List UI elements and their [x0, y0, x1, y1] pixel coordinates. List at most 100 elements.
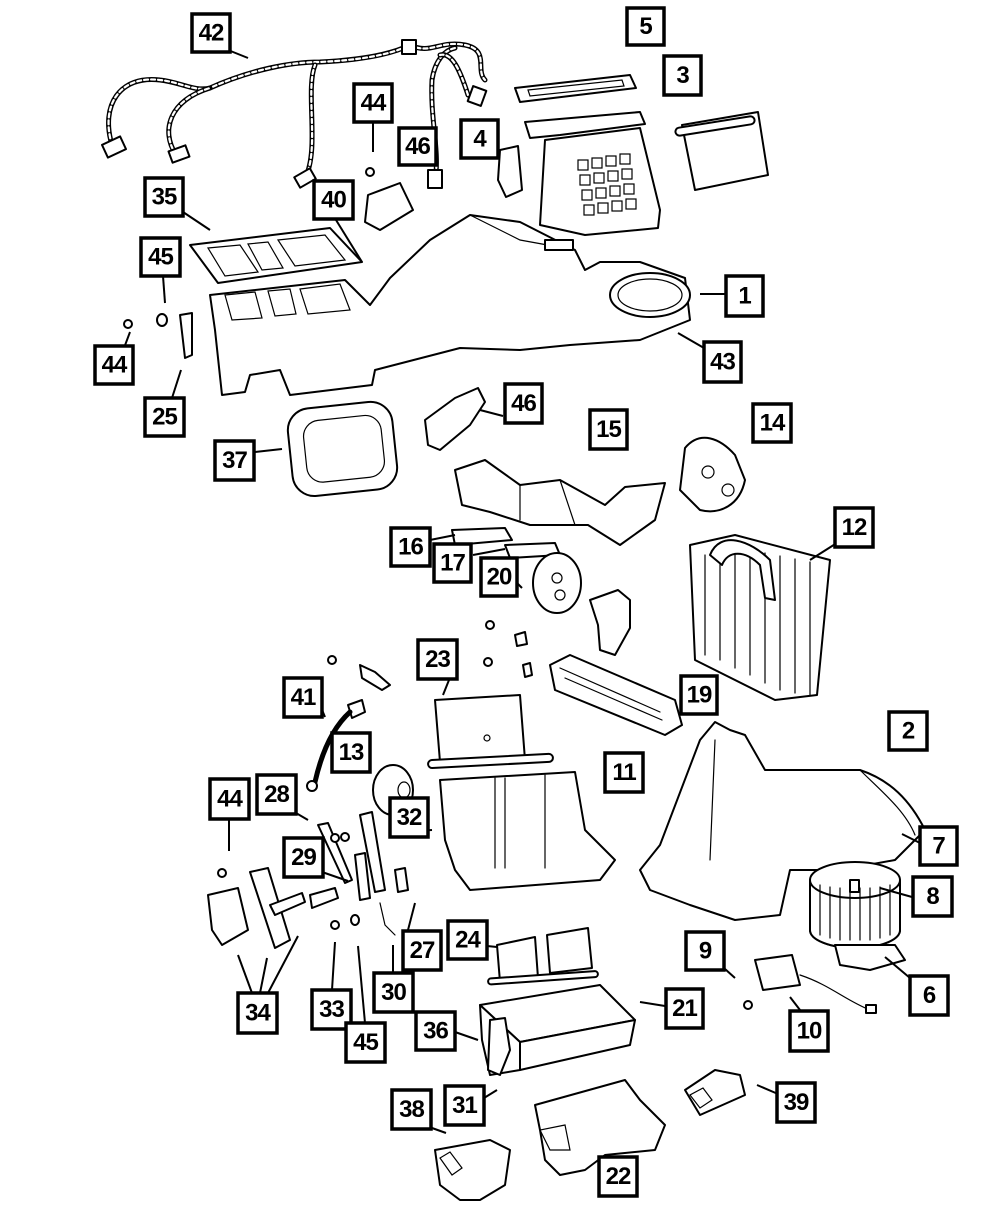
heater-core-19	[549, 589, 683, 736]
callout-25[interactable]: 25	[143, 396, 186, 438]
callout-45-bottom[interactable]: 45	[344, 1021, 387, 1064]
callout-label: 6	[923, 982, 936, 1009]
callout-label: 17	[440, 550, 465, 577]
wiring-harness	[100, 39, 488, 189]
housing-11	[439, 771, 616, 891]
callout-label: 22	[606, 1163, 631, 1190]
callout-27[interactable]: 27	[401, 929, 443, 972]
callout-20[interactable]: 20	[479, 556, 519, 598]
screw-44-top	[365, 167, 375, 177]
callout-8[interactable]: 8	[911, 875, 954, 918]
callout-22[interactable]: 22	[597, 1155, 639, 1198]
actuator-40	[364, 182, 414, 231]
callout-31[interactable]: 31	[443, 1084, 486, 1127]
callout-34[interactable]: 34	[236, 991, 279, 1035]
callout-3[interactable]: 3	[662, 54, 703, 97]
callout-12[interactable]: 12	[833, 506, 875, 549]
callout-6[interactable]: 6	[908, 974, 950, 1017]
callout-label: 19	[687, 682, 712, 709]
callout-39[interactable]: 39	[775, 1081, 817, 1124]
callout-10[interactable]: 10	[788, 1009, 830, 1053]
clip-b	[522, 662, 533, 678]
callout-label: 46	[511, 390, 536, 417]
actuator-46-lower	[424, 387, 486, 451]
callout-label: 45	[148, 244, 173, 271]
parts-layer	[100, 39, 926, 1201]
callout-label: 13	[339, 739, 364, 766]
callout-32[interactable]: 32	[388, 796, 430, 839]
callout-label: 44	[217, 786, 243, 813]
callout-44-mid[interactable]: 44	[208, 777, 251, 821]
callout-45-top[interactable]: 45	[139, 236, 182, 278]
callout-38[interactable]: 38	[390, 1088, 433, 1131]
callout-4[interactable]: 4	[459, 118, 500, 160]
callout-42[interactable]: 42	[190, 12, 232, 54]
callout-5[interactable]: 5	[625, 6, 666, 47]
door-23	[427, 694, 554, 770]
callout-1[interactable]: 1	[724, 274, 765, 318]
callout-36[interactable]: 36	[414, 1010, 457, 1052]
callout-label: 23	[425, 646, 450, 673]
callout-28[interactable]: 28	[255, 773, 298, 816]
callout-17[interactable]: 17	[432, 542, 473, 584]
callout-30[interactable]: 30	[372, 971, 415, 1014]
callout-13[interactable]: 13	[330, 731, 372, 774]
actuator-34	[207, 867, 306, 949]
blower-wheel-8	[809, 861, 901, 949]
callout-21[interactable]: 21	[664, 987, 705, 1030]
callout-label: 1	[738, 283, 751, 310]
doors-24	[487, 927, 599, 986]
callout-9[interactable]: 9	[684, 930, 726, 972]
callout-19[interactable]: 19	[679, 674, 719, 716]
callout-40[interactable]: 40	[312, 179, 355, 221]
callout-label: 34	[245, 1000, 271, 1027]
evaporator-case-top	[524, 111, 661, 236]
duct-39	[684, 1069, 746, 1116]
seal-14	[679, 436, 746, 513]
callout-label: 8	[926, 883, 939, 910]
screw-b	[483, 657, 493, 667]
callout-29[interactable]: 29	[282, 836, 325, 879]
callout-37[interactable]: 37	[213, 439, 256, 482]
callout-2[interactable]: 2	[887, 710, 929, 752]
callout-16[interactable]: 16	[389, 526, 432, 568]
callout-label: 14	[760, 410, 786, 437]
sensor-13	[306, 699, 366, 792]
callout-label: 43	[710, 349, 735, 376]
callout-15[interactable]: 15	[588, 408, 629, 451]
callout-24[interactable]: 24	[446, 919, 489, 961]
callout-44-top[interactable]: 44	[352, 82, 394, 124]
callout-label: 33	[319, 996, 344, 1023]
duct-22	[534, 1079, 666, 1176]
doors-16-17	[451, 527, 561, 559]
callout-label: 27	[410, 937, 435, 964]
callout-label: 32	[397, 804, 422, 831]
callout-11[interactable]: 11	[603, 751, 645, 794]
callout-46-lower[interactable]: 46	[503, 382, 544, 425]
housing-2	[639, 721, 926, 921]
callout-label: 36	[423, 1018, 448, 1045]
callout-43[interactable]: 43	[702, 340, 743, 384]
duct-15	[454, 459, 666, 546]
screw-c	[327, 655, 337, 665]
callout-44-left[interactable]: 44	[93, 344, 135, 386]
callout-label: 12	[842, 514, 867, 541]
callout-label: 42	[199, 20, 224, 47]
gasket-37	[286, 400, 399, 498]
callout-7[interactable]: 7	[918, 825, 959, 867]
linkage-parts	[309, 811, 409, 936]
callout-46-top[interactable]: 46	[397, 126, 438, 167]
callout-label: 45	[353, 1029, 378, 1056]
evaporator-12	[689, 534, 831, 701]
callout-41[interactable]: 41	[282, 676, 324, 719]
screw-a	[485, 620, 495, 630]
callout-label: 15	[596, 416, 621, 443]
callout-23[interactable]: 23	[416, 638, 459, 681]
washer-45-top	[156, 313, 168, 327]
callout-label: 44	[361, 90, 387, 117]
lever-25	[179, 312, 193, 359]
callout-14[interactable]: 14	[751, 402, 793, 444]
callout-label: 21	[672, 995, 697, 1022]
callout-35[interactable]: 35	[143, 176, 185, 218]
